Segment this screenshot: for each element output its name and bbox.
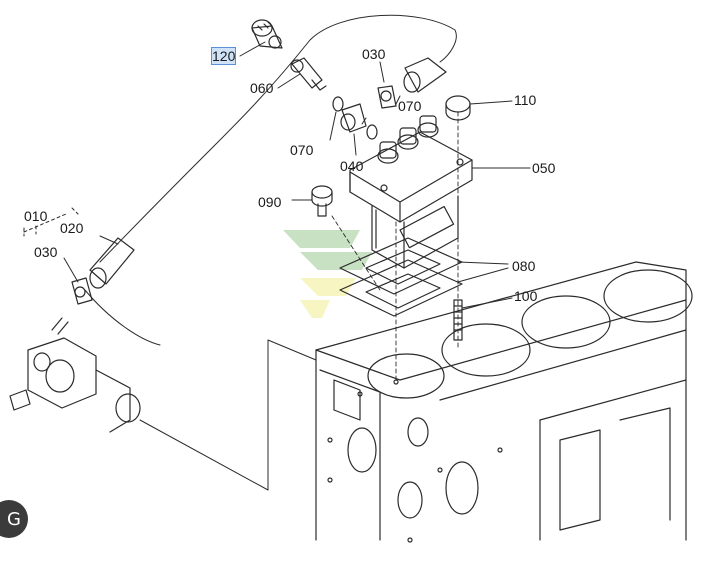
- part-020-hose: [89, 237, 135, 289]
- callout-080: 080: [512, 258, 536, 274]
- part-040-banjo: [340, 103, 367, 133]
- watermark-logo: [283, 230, 372, 318]
- fuel-solenoid-assembly: [9, 317, 141, 433]
- callout-100: 100: [514, 288, 538, 304]
- badge-glyph: G: [7, 508, 21, 530]
- part-090-bolt: [311, 185, 333, 217]
- callout-010: 010: [24, 208, 48, 224]
- part-120-banjo-bolt: [251, 19, 283, 49]
- part-030-clamp-top: [377, 85, 397, 109]
- callout-090: 090: [258, 194, 282, 210]
- part-050-injection-pump: [349, 115, 473, 269]
- return-pipe-lower: [84, 289, 161, 346]
- callout-030-top: 030: [362, 46, 386, 62]
- part-hose-top: [403, 57, 447, 93]
- part-060-fitting: [290, 57, 327, 91]
- part-100-stud: [453, 299, 463, 341]
- engine-block: [315, 261, 693, 543]
- part-070-washer-b: [366, 124, 378, 140]
- part-080-gaskets: [339, 237, 463, 317]
- callout-030-left: 030: [34, 244, 58, 260]
- callout-070-right: 070: [398, 98, 422, 114]
- callout-020: 020: [60, 220, 84, 236]
- callout-110: 110: [514, 92, 537, 108]
- callout-050: 050: [532, 160, 556, 176]
- callout-120[interactable]: 120: [210, 47, 237, 65]
- group-bracket: [23, 207, 79, 237]
- return-pipe: [99, 14, 457, 263]
- callout-070-left: 070: [290, 142, 314, 158]
- part-070-washer-a: [332, 96, 344, 112]
- callout-060: 060: [250, 80, 274, 96]
- leader-line-block: [139, 339, 317, 491]
- callout-040: 040: [340, 158, 364, 174]
- part-030-clamp-left: [71, 277, 93, 305]
